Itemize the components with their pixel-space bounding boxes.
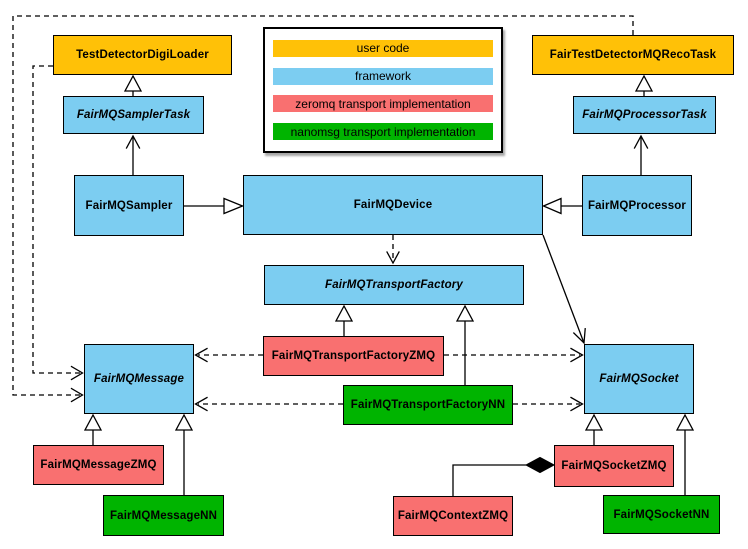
legend-label: framework bbox=[354, 69, 411, 84]
node-label: FairMQProcessorTask bbox=[582, 109, 707, 121]
hollow-triangle-arrowhead bbox=[123, 74, 143, 92]
edge-transportfactoryzmq-to-transportfactory bbox=[334, 304, 354, 336]
node-fairmq-message: FairMQMessage bbox=[84, 344, 194, 414]
hollow-triangle-arrowhead bbox=[541, 197, 562, 215]
legend-item-user-code: user code bbox=[273, 39, 493, 57]
edge-contextzmq-to-socketzmq bbox=[452, 456, 556, 496]
edge-processor-to-device bbox=[541, 197, 582, 215]
edge-device-to-transportfactory bbox=[386, 235, 400, 265]
node-fairmq-processor: FairMQProcessor bbox=[582, 175, 692, 236]
hollow-triangle-arrowhead bbox=[223, 197, 245, 215]
legend-label: zeromq transport implementation bbox=[295, 96, 471, 111]
node-label: FairMQMessageNN bbox=[109, 509, 218, 522]
edge-processortask-to-recotask bbox=[634, 74, 654, 96]
edge-transportfactorynn-to-message bbox=[194, 396, 343, 412]
node-label: FairMQSocketNN bbox=[613, 508, 710, 521]
edge-device-to-socket bbox=[542, 234, 586, 345]
node-label: FairMQSocketZMQ bbox=[561, 460, 667, 472]
node-fairmq-transport-factory-nn: FairMQTransportFactoryNN bbox=[343, 385, 513, 425]
node-fairmq-context-zmq: FairMQContextZMQ bbox=[393, 496, 513, 536]
node-label: FairMQMessageZMQ bbox=[40, 459, 157, 471]
open-arrowhead bbox=[194, 396, 208, 412]
open-arrowhead bbox=[570, 396, 584, 412]
node-label: FairMQSocket bbox=[599, 373, 679, 385]
edge-messagenn-to-message bbox=[174, 413, 194, 495]
edge-digiloader-to-message bbox=[32, 65, 84, 381]
edge-transportfactoryzmq-to-message bbox=[194, 347, 263, 363]
node-label: TestDetectorDigiLoader bbox=[76, 49, 209, 61]
edge-sampler-to-device bbox=[184, 197, 245, 215]
filled-diamond-arrowhead bbox=[524, 456, 556, 474]
node-fairmq-socket-zmq: FairMQSocketZMQ bbox=[554, 445, 674, 487]
node-fair-test-detector-mq-reco-task: FairTestDetectorMQRecoTask bbox=[532, 35, 734, 75]
hollow-triangle-arrowhead bbox=[174, 413, 194, 431]
edge-dashed-line bbox=[32, 65, 80, 374]
open-arrowhead bbox=[194, 347, 208, 363]
node-fairmq-socket-nn: FairMQSocketNN bbox=[603, 495, 720, 534]
open-arrowhead bbox=[125, 134, 141, 149]
node-fairmq-message-zmq: FairMQMessageZMQ bbox=[33, 445, 164, 485]
open-arrowhead bbox=[386, 251, 400, 265]
edge-sampler-to-samplertask bbox=[125, 134, 141, 175]
node-fairmq-message-nn: FairMQMessageNN bbox=[103, 495, 224, 536]
edge-socketnn-to-socket bbox=[675, 413, 695, 495]
node-label: FairMQTransportFactory bbox=[325, 279, 463, 291]
node-label: FairMQDevice bbox=[353, 199, 433, 211]
hollow-triangle-arrowhead bbox=[675, 413, 695, 431]
legend-label: nanomsg transport implementation bbox=[290, 124, 476, 139]
node-fairmq-sampler-task: FairMQSamplerTask bbox=[63, 96, 204, 134]
edge-samplertask-to-digiloader bbox=[123, 74, 143, 96]
open-arrowhead bbox=[570, 347, 584, 363]
hollow-triangle-arrowhead bbox=[83, 413, 103, 431]
edge-line bbox=[452, 464, 526, 496]
node-label: FairMQTransportFactoryNN bbox=[350, 399, 506, 411]
node-label: FairMQTransportFactoryZMQ bbox=[271, 350, 436, 362]
edge-processor-to-processortask bbox=[633, 134, 649, 175]
node-fairmq-processor-task: FairMQProcessorTask bbox=[573, 96, 716, 134]
edge-transportfactorynn-to-socket bbox=[513, 396, 584, 412]
legend-item-nanomsg: nanomsg transport implementation bbox=[273, 123, 493, 141]
open-arrowhead bbox=[633, 134, 649, 149]
node-fairmq-sampler: FairMQSampler bbox=[74, 175, 184, 236]
edge-transportfactoryzmq-to-socket bbox=[444, 347, 584, 363]
node-label: FairMQSamplerTask bbox=[76, 109, 191, 121]
node-fairmq-transport-factory: FairMQTransportFactory bbox=[264, 265, 524, 305]
node-label: FairMQSampler bbox=[85, 199, 173, 212]
legend-item-framework: framework bbox=[273, 67, 493, 85]
edge-line bbox=[542, 234, 585, 344]
node-fairmq-transport-factory-zmq: FairMQTransportFactoryZMQ bbox=[263, 336, 444, 376]
edge-messagezmq-to-message bbox=[83, 413, 103, 445]
legend-item-zeromq: zeromq transport implementation bbox=[273, 95, 493, 113]
hollow-triangle-arrowhead bbox=[455, 304, 475, 322]
node-fairmq-device: FairMQDevice bbox=[243, 175, 543, 235]
edge-dashed-line bbox=[12, 15, 634, 396]
edge-socketzmq-to-socket bbox=[584, 413, 604, 445]
node-fairmq-socket: FairMQSocket bbox=[584, 344, 694, 414]
edge-recotask-to-message bbox=[12, 15, 634, 403]
hollow-triangle-arrowhead bbox=[634, 74, 654, 92]
node-label: FairMQProcessor bbox=[587, 199, 687, 212]
hollow-triangle-arrowhead bbox=[584, 413, 604, 431]
hollow-triangle-arrowhead bbox=[334, 304, 354, 322]
node-test-detector-digi-loader: TestDetectorDigiLoader bbox=[53, 35, 232, 75]
open-arrowhead bbox=[70, 387, 84, 403]
open-arrowhead bbox=[572, 327, 586, 345]
legend: user code framework zeromq transport imp… bbox=[263, 27, 503, 153]
node-label: FairTestDetectorMQRecoTask bbox=[549, 49, 717, 61]
node-label: FairMQContextZMQ bbox=[397, 510, 509, 522]
node-label: FairMQMessage bbox=[93, 373, 185, 385]
legend-label: user code bbox=[356, 41, 410, 56]
open-arrowhead bbox=[70, 365, 84, 381]
edge-transportfactorynn-to-transportfactory bbox=[455, 304, 475, 385]
